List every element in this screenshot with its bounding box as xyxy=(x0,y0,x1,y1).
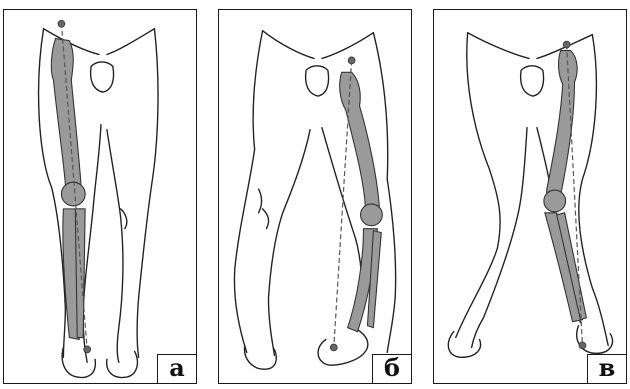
legs-straight-illustration xyxy=(4,10,196,383)
panel-label: а xyxy=(157,354,196,383)
panel-label: б xyxy=(372,354,411,383)
panel-c: в xyxy=(433,9,627,384)
legs-varus-illustration xyxy=(219,10,411,383)
legs-valgus-illustration xyxy=(434,10,626,383)
panel-b: б xyxy=(218,9,412,384)
panel-a: а xyxy=(3,9,197,384)
panel-label: в xyxy=(587,354,626,383)
